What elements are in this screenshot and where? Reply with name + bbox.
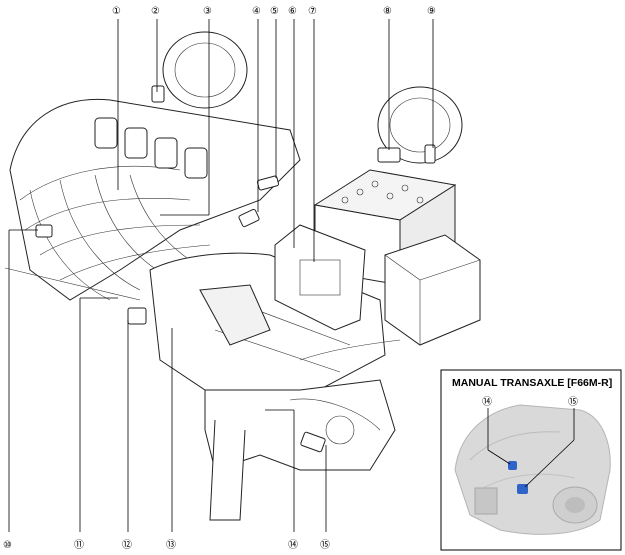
callout-13: ⑬ <box>166 539 176 551</box>
sensor-2 <box>151 85 165 103</box>
callout-8: ⑧ <box>383 6 392 17</box>
leader-lines <box>8 19 434 532</box>
callouts-top: ① ② ③ ④ ⑤ ⑥ ⑦ ⑧ ⑨ <box>112 6 436 17</box>
intake-manifold <box>9 98 301 301</box>
engine-illustration <box>4 31 481 521</box>
inset-title: MANUAL TRANSAXLE [F66M-R] <box>452 377 612 389</box>
callout-5: ⑤ <box>270 6 279 17</box>
callout-9: ⑨ <box>427 6 436 17</box>
air-cleaner <box>384 234 481 346</box>
sensor-10 <box>35 224 53 238</box>
brake-booster-left <box>162 31 248 109</box>
callouts-bottom: ⑩ ⑪ ⑫ ⑬ ⑭ ⑮ <box>3 539 330 551</box>
sensor-8 <box>377 147 401 163</box>
callout-7: ⑦ <box>308 6 317 17</box>
sensor-12 <box>127 307 147 325</box>
sensor-4 <box>238 208 260 228</box>
manual-transaxle-inset: MANUAL TRANSAXLE [F66M-R] ⑭ ⑮ <box>440 369 622 551</box>
callout-14: ⑭ <box>288 539 298 551</box>
callout-6: ⑥ <box>288 6 297 17</box>
inset-callout-15: ⑮ <box>568 396 578 408</box>
callout-3: ③ <box>203 6 212 17</box>
engine-control-unit <box>274 224 366 331</box>
inset-switch-14 <box>508 461 517 470</box>
sensor-15 <box>300 431 326 453</box>
transaxle-photo <box>454 404 611 535</box>
callout-10: ⑩ <box>3 540 12 551</box>
callout-1: ① <box>112 6 121 17</box>
callout-12: ⑫ <box>122 539 132 551</box>
transaxle <box>204 379 396 521</box>
callout-11: ⑪ <box>74 539 84 551</box>
ignition-coils <box>94 117 208 179</box>
inset-callout-14: ⑭ <box>482 396 492 408</box>
sensor-9 <box>424 144 436 164</box>
callout-2: ② <box>151 6 160 17</box>
callout-4: ④ <box>252 6 261 17</box>
callout-15: ⑮ <box>320 539 330 551</box>
